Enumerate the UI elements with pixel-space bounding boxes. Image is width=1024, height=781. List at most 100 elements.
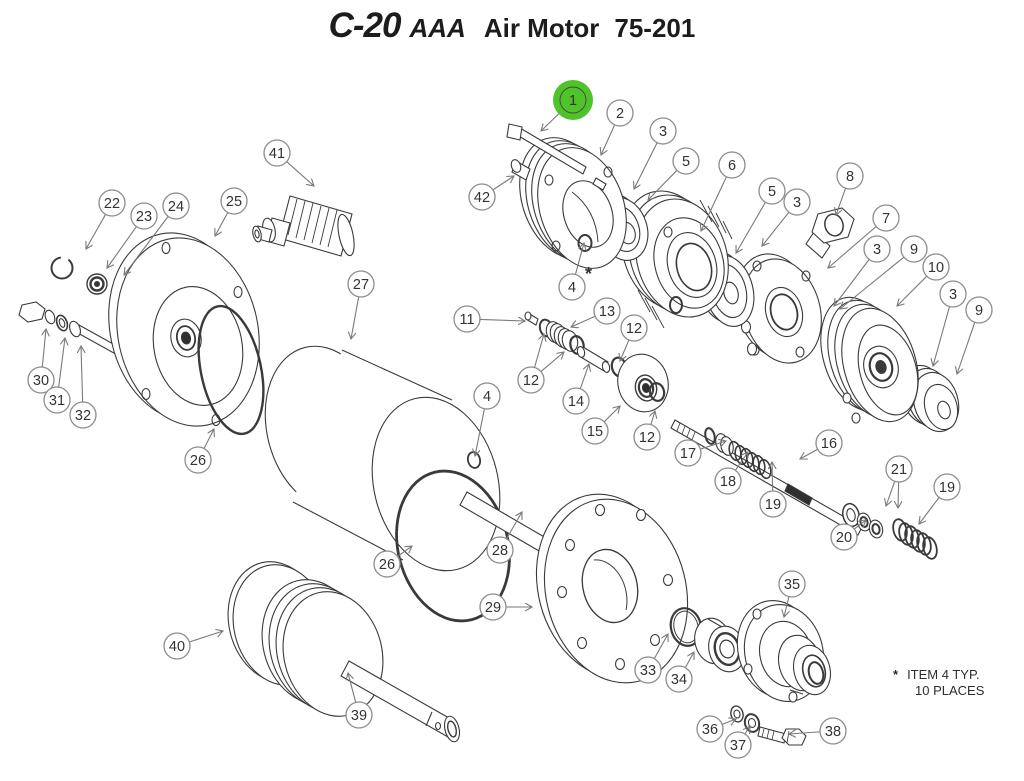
balloon-circle — [373, 550, 401, 578]
spool-art — [227, 561, 461, 743]
balloon-circle — [900, 235, 928, 263]
balloon-42[interactable]: 42 — [468, 183, 496, 211]
balloon-9[interactable]: 9 — [965, 296, 993, 324]
balloon-32[interactable]: 32 — [69, 401, 97, 429]
title-part-number: 75-201 — [614, 13, 696, 43]
balloon-2[interactable]: 2 — [606, 99, 634, 127]
balloon-10[interactable]: 10 — [922, 253, 950, 281]
balloon-24[interactable]: 24 — [162, 192, 190, 220]
balloon-26[interactable]: 26 — [373, 550, 401, 578]
balloon-26[interactable]: 26 — [184, 446, 212, 474]
leader-line — [42, 329, 46, 368]
line-art — [18, 123, 960, 746]
oring-26-left-art — [197, 304, 265, 436]
balloon-21[interactable]: 21 — [885, 455, 913, 483]
leader-line — [836, 188, 847, 215]
balloon-16[interactable]: 16 — [815, 429, 843, 457]
balloon-35[interactable]: 35 — [778, 570, 806, 598]
balloon-17[interactable]: 17 — [674, 439, 702, 467]
balloon-13[interactable]: 13 — [593, 297, 621, 325]
leader-line — [919, 497, 940, 524]
balloon-8[interactable]: 8 — [836, 162, 864, 190]
balloon-circle — [517, 366, 545, 394]
balloon-3[interactable]: 3 — [783, 188, 811, 216]
balloon-circle — [593, 297, 621, 325]
leader-line — [897, 275, 928, 306]
balloon-19[interactable]: 19 — [933, 473, 961, 501]
balloon-circle — [718, 151, 746, 179]
footnote-line2: 10 PLACES — [915, 683, 985, 698]
leader-line — [651, 411, 655, 425]
balloon-number: 4 — [568, 280, 576, 296]
balloon-4[interactable]: 4* — [558, 264, 592, 301]
balloon-circle — [43, 386, 71, 414]
balloon-14[interactable]: 14 — [562, 387, 590, 415]
balloon-40[interactable]: 40 — [163, 632, 191, 660]
balloon-12[interactable]: 12 — [517, 366, 545, 394]
balloon-12[interactable]: 12 — [620, 314, 648, 342]
balloon-41[interactable]: 41 — [263, 139, 291, 167]
balloon-4[interactable]: 4 — [473, 382, 501, 410]
balloon-number: 39 — [351, 708, 367, 724]
balloon-6[interactable]: 6 — [718, 151, 746, 179]
balloon-18[interactable]: 18 — [714, 467, 742, 495]
balloon-39[interactable]: 39 — [345, 701, 373, 729]
leader-line — [620, 339, 630, 361]
balloon-circle — [479, 593, 507, 621]
balloon-circle — [581, 417, 609, 445]
balloon-5[interactable]: 5 — [672, 147, 700, 175]
balloon-30[interactable]: 30 — [27, 366, 55, 394]
balloon-36[interactable]: 36 — [696, 715, 724, 743]
balloon-12[interactable]: 12 — [633, 423, 661, 451]
balloon-number: 22 — [104, 196, 120, 212]
balloon-28[interactable]: 28 — [486, 536, 514, 564]
balloon-20[interactable]: 20 — [830, 523, 858, 551]
balloon-number: 9 — [910, 242, 918, 258]
balloon-11[interactable]: 11 — [453, 305, 481, 333]
balloon-29[interactable]: 29 — [479, 593, 507, 621]
balloon-3[interactable]: 3 — [649, 117, 677, 145]
balloon-circle — [163, 632, 191, 660]
leader-line — [784, 596, 789, 617]
balloon-number: 15 — [587, 424, 603, 440]
balloon-1[interactable]: 1 — [553, 80, 593, 120]
leader-line — [700, 441, 726, 450]
balloon-25[interactable]: 25 — [220, 187, 248, 215]
balloon-34[interactable]: 34 — [665, 665, 693, 693]
balloon-31[interactable]: 31 — [43, 386, 71, 414]
balloon-33[interactable]: 33 — [634, 656, 662, 684]
leader-line — [789, 732, 821, 734]
balloon-9[interactable]: 9 — [900, 235, 928, 263]
balloon-22[interactable]: 22 — [98, 189, 126, 217]
balloon-3[interactable]: 3 — [939, 280, 967, 308]
leader-line — [762, 211, 790, 246]
leader-line — [886, 481, 896, 506]
balloon-circle — [714, 467, 742, 495]
footnote-line1: ITEM 4 TYP. — [907, 667, 980, 682]
balloon-asterisk: * — [585, 264, 592, 284]
balloon-number: 2 — [616, 106, 624, 122]
balloon-3[interactable]: 3 — [863, 235, 891, 263]
balloon-number: 12 — [639, 430, 655, 446]
balloon-number: 38 — [825, 724, 841, 740]
balloon-circle — [783, 188, 811, 216]
leader-line — [898, 481, 899, 508]
balloon-19[interactable]: 19 — [759, 490, 787, 518]
balloon-circle — [758, 177, 786, 205]
balloon-circle — [486, 536, 514, 564]
balloon-circle — [263, 139, 291, 167]
main-cylinder-art — [264, 345, 501, 572]
balloon-5[interactable]: 5 — [758, 177, 786, 205]
balloon-38[interactable]: 38 — [819, 717, 847, 745]
balloon-23[interactable]: 23 — [130, 202, 158, 230]
balloon-15[interactable]: 15 — [581, 417, 609, 445]
balloon-37[interactable]: 37 — [724, 731, 752, 759]
balloon-number: 5 — [768, 184, 776, 200]
leader-line — [348, 673, 357, 703]
balloon-7[interactable]: 7 — [872, 204, 900, 232]
balloon-number: 19 — [765, 497, 781, 513]
balloon-number: 42 — [474, 190, 490, 206]
leader-line — [840, 256, 905, 309]
balloon-27[interactable]: 27 — [347, 270, 375, 298]
